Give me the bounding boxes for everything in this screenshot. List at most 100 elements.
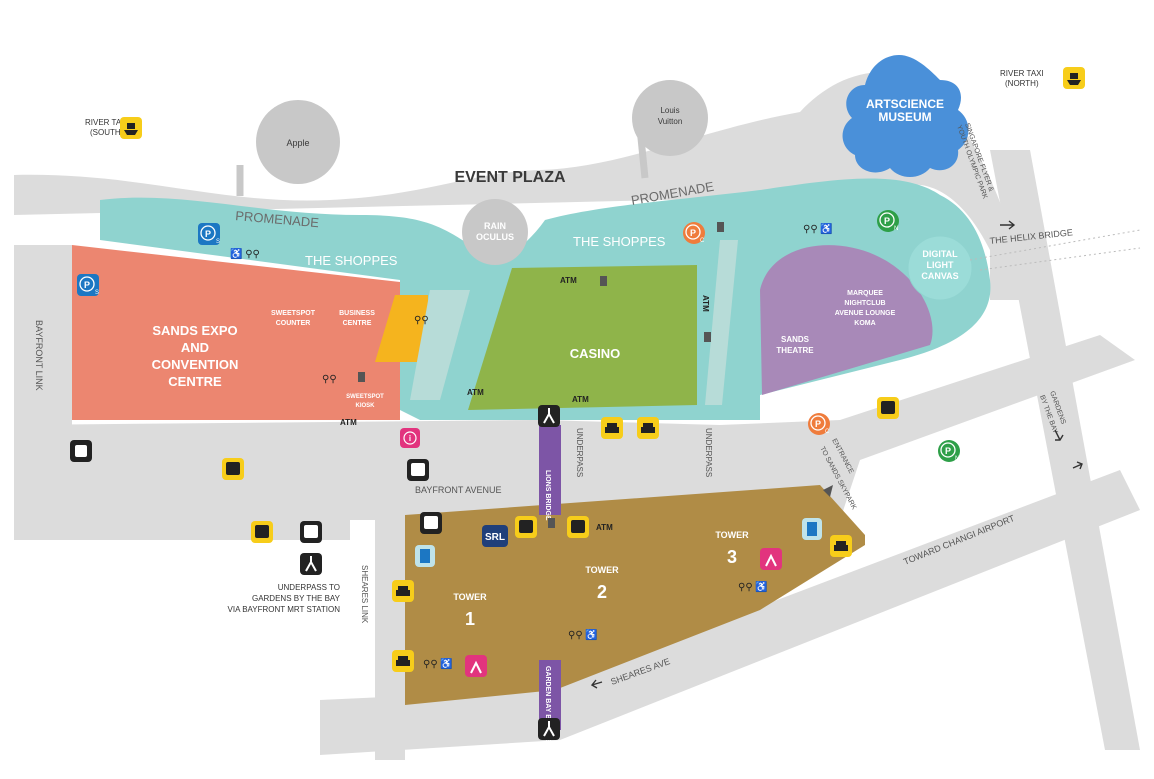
skypark-entrance-marker[interactable] [823,485,833,497]
casino-zone[interactable] [468,265,697,410]
direction-arrows [590,220,1083,689]
taxi-icon[interactable] [637,417,659,439]
lift-icon[interactable] [415,545,435,567]
restroom-icon[interactable]: ⚲⚲ ♿ [423,657,453,670]
venue-louis-vuitton[interactable]: Louis Vuitton [632,80,708,156]
taxi-icon[interactable] [392,580,414,602]
river-taxi-north-line1: RIVER TAXI [1000,69,1044,78]
atm-icon[interactable] [358,372,365,382]
boat-icon[interactable] [1063,67,1085,89]
rain-oculus[interactable]: RAIN OCULUS [462,199,528,265]
parking-sub: C [825,429,830,435]
atm-label: ATM [467,388,484,397]
walking-icon[interactable] [538,405,560,427]
lift-icon[interactable] [802,518,822,540]
lions-bridge-label: LIONS BRIDGE [544,470,551,521]
lions-bridge[interactable] [539,425,561,515]
atm-label: ATM [560,276,577,285]
sheares-avenue-road [320,470,1140,755]
walking-icon[interactable] [538,718,560,740]
event-plaza-label: EVENT PLAZA [454,169,566,186]
arrow-right-icon [1000,220,1016,230]
parking-s-icon[interactable]: PS [77,274,99,296]
atm-icon[interactable] [548,518,555,528]
restroom-icon[interactable]: ⚲⚲ ♿ [568,628,598,641]
sweetspot-counter-line1: SWEETSPOT [271,310,316,317]
bus-icon[interactable] [251,521,273,543]
parking-letter: P [884,216,890,226]
sands-theatre-zone[interactable] [760,245,933,395]
louis-vuitton-label-line2: Vuitton [658,117,683,126]
business-centre-line2: CENTRE [343,320,372,327]
underpass-label-right: UNDERPASS [704,428,713,477]
srl-badge[interactable]: SRL [482,525,508,547]
parking-c-icon[interactable]: PC [683,222,705,244]
bayfront-avenue-road [14,335,1135,520]
roads [14,72,1140,760]
parking-n-icon[interactable]: PN [877,210,899,232]
venue-apple[interactable]: Apple [256,100,340,184]
restroom-icon[interactable]: ⚲⚲ ♿ [803,222,833,235]
bus-icon[interactable] [877,397,899,419]
lower-left-road [14,515,350,540]
taxi-icon[interactable] [392,650,414,672]
atm-icon[interactable] [600,276,607,286]
walking-icon[interactable] [300,553,322,575]
atm-label: ATM [596,523,613,532]
arrow-up-right-icon [1072,461,1083,470]
artscience-museum[interactable]: ARTSCIENCE MUSEUM [842,55,969,177]
bus-icon[interactable] [300,521,322,543]
bus-icon[interactable] [567,516,589,538]
river-taxi-north-line2: (NORTH) [1005,79,1039,88]
parking-s-icon[interactable]: PS [198,223,220,245]
rain-oculus-line2: OCULUS [476,232,514,242]
restroom-icon[interactable]: ♿ ⚲⚲ [230,247,260,260]
expo-label-line4: CENTRE [168,374,222,389]
arrow-down-icon [1054,429,1064,441]
shoppes-label-left: THE SHOPPES [305,253,398,268]
shuttle-icon[interactable] [70,440,92,462]
marquee-line4: KOMA [854,320,875,327]
baby-change-icon[interactable] [760,548,782,570]
parking-n-icon[interactable]: PN [938,440,960,462]
promenade-walkway [14,72,1020,300]
river-taxi-south-line1: RIVER TAXI [85,118,129,127]
hotel-tower-podium[interactable] [405,485,865,705]
bus-icon[interactable] [420,512,442,534]
arrow-left-icon [590,679,603,689]
atm-icon[interactable] [717,222,724,232]
casino-label: CASINO [570,346,621,361]
parking-sub: N [894,226,898,232]
tower1-number: 1 [465,609,475,629]
restroom-icon[interactable]: ⚲⚲ [322,374,337,385]
taxi-icon[interactable] [830,535,852,557]
parking-c-icon[interactable]: PC [808,413,830,435]
dlc-line1: DIGITAL [922,249,958,259]
bus-icon[interactable] [222,458,244,480]
sands-theatre-line2: THEATRE [776,346,814,355]
apple-label: Apple [286,138,309,148]
sands-expo-zone[interactable] [72,245,400,420]
atm-icon[interactable] [704,332,711,342]
baby-change-icon[interactable] [465,655,487,677]
restroom-icon[interactable]: ⚲⚲ ♿ [738,580,768,593]
expo-label-line2: AND [181,340,209,355]
garden-bay-bridge[interactable] [539,660,561,730]
taxi-icon[interactable] [601,417,623,439]
srl-text: SRL [485,532,505,543]
digital-light-canvas[interactable]: DIGITAL LIGHT CANVAS [907,235,973,301]
marquee-line1: MARQUEE [847,290,883,297]
parking-sub: S [95,290,99,296]
shoppes-label-right: THE SHOPPES [573,234,666,249]
bus-icon[interactable] [515,516,537,538]
boat-icon[interactable] [120,117,142,139]
restroom-icon[interactable]: ⚲⚲ [414,315,429,326]
info-icon[interactable]: i [400,428,420,448]
parking-sub: C [700,238,705,244]
tower3-number: 3 [727,547,737,567]
underpass-label-left: UNDERPASS [575,428,584,477]
parking-letter: P [205,229,211,239]
underpass-gardens-line3: VIA BAYFRONT MRT STATION [228,605,341,614]
dlc-line2: LIGHT [927,260,954,270]
bus-icon[interactable] [407,459,429,481]
